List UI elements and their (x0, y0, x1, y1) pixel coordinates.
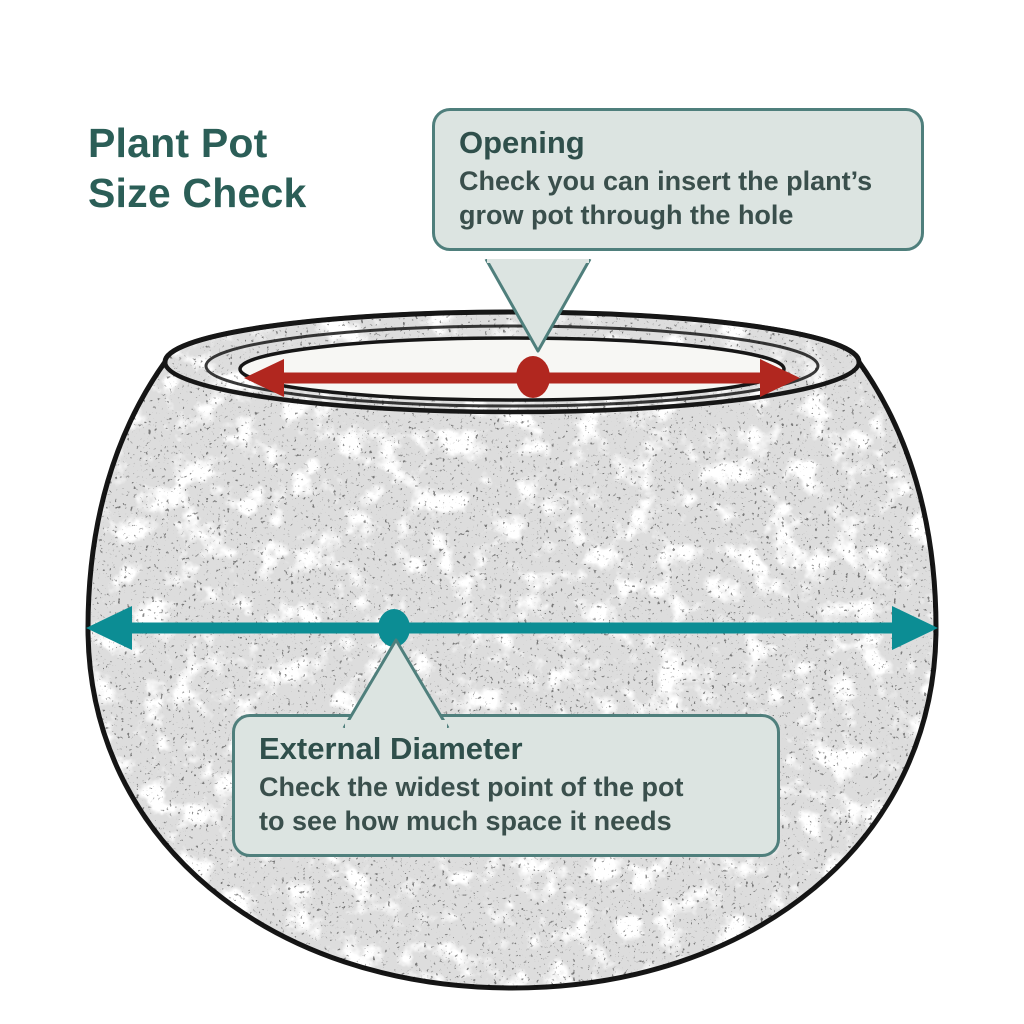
callout-opening-pointer (484, 259, 592, 353)
diameter-arrow (86, 606, 938, 650)
callout-opening-body-line-1: Check you can insert the plant’s (459, 166, 873, 196)
callout-external-diameter-pointer (342, 638, 450, 728)
callout-opening-heading: Opening (459, 125, 585, 160)
callout-external-diameter-heading: External Diameter (259, 731, 523, 766)
callout-opening-body-line-2: grow pot through the hole (459, 200, 794, 230)
page-title-line-1: Plant Pot (88, 120, 268, 166)
pot-rim-inner (204, 324, 820, 408)
diameter-center-dot (378, 609, 410, 647)
pot-rim-outer (162, 309, 862, 415)
callout-external-diameter: External Diameter Check the widest point… (232, 714, 780, 857)
page-title-line-2: Size Check (88, 170, 307, 217)
page-title: Plant Pot Size Check (88, 118, 307, 218)
callout-external-diameter-body-line-2: to see how much space it needs (259, 806, 672, 836)
opening-arrow (244, 356, 800, 398)
callout-external-diameter-body-line-1: Check the widest point of the pot (259, 772, 684, 802)
callout-opening: Opening Check you can insert the plant’s… (432, 108, 924, 251)
pot-opening-hole (238, 336, 786, 402)
opening-center-dot (516, 356, 550, 398)
